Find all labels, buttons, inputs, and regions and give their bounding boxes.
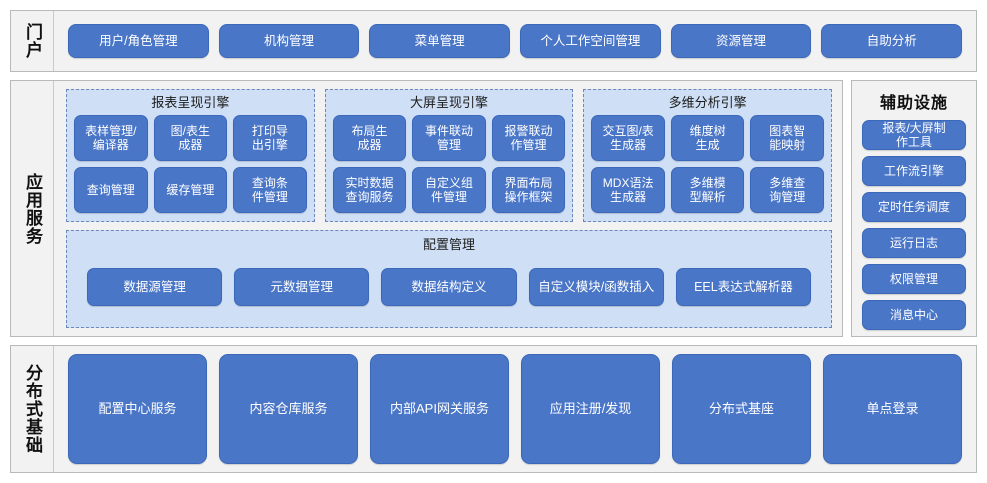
auxiliary-facilities-title: 辅助设施 — [879, 95, 948, 112]
aux-item-operation-log[interactable]: 运行日志 — [862, 228, 966, 258]
infrastructure-items: 配置中心服务 内容仓库服务 内部API网关服务 应用注册/发现 分布式基座 单点… — [54, 346, 976, 472]
portal-items: 用户/角色管理 机构管理 菜单管理 个人工作空间管理 资源管理 自助分析 — [54, 11, 976, 71]
portal-item-personal-workspace-management[interactable]: 个人工作空间管理 — [520, 24, 661, 58]
aux-item-report-dashboard-authoring-tool[interactable]: 报表/大屏制 作工具 — [862, 120, 966, 150]
engine-items-multidimensional-analysis: 交互图/表 生成器 维度树 生成 图表智 能映射 MDX语法 生成器 多维模 型… — [591, 115, 824, 214]
engine-item-print-export-engine[interactable]: 打印导 出引擎 — [233, 115, 307, 162]
config-management-title: 配置管理 — [422, 237, 475, 253]
auxiliary-facilities-items: 报表/大屏制 作工具 工作流引擎 定时任务调度 运行日志 权限管理 消息中心 — [862, 120, 966, 330]
config-item-custom-module-function-insertion[interactable]: 自定义模块/函数插入 — [528, 268, 664, 307]
engine-item-cache-management[interactable]: 缓存管理 — [153, 167, 228, 214]
auxiliary-facilities-panel: 辅助设施 报表/大屏制 作工具 工作流引擎 定时任务调度 运行日志 权限管理 消… — [851, 80, 977, 337]
engine-item-alarm-linkage-action-management[interactable]: 报警联动 作管理 — [491, 115, 566, 162]
engine-group-report-rendering: 报表呈现引擎 表样管理/ 编译器 图/表生 成器 打印导 出引擎 查询管理 缓存… — [66, 89, 315, 223]
application-services-panel: 应用服务 报表呈现引擎 表样管理/ 编译器 图/表生 成器 打印导 出引擎 查询… — [10, 80, 843, 337]
infra-item-content-repository-service[interactable]: 内容仓库服务 — [219, 354, 358, 464]
config-item-eel-expression-parser[interactable]: EEL表达式解析器 — [675, 268, 812, 307]
engine-item-event-linkage-management[interactable]: 事件联动 管理 — [412, 115, 486, 162]
engine-item-realtime-data-query-service[interactable]: 实时数据 查询服务 — [332, 167, 407, 214]
config-item-metadata-management[interactable]: 元数据管理 — [234, 268, 370, 307]
engine-item-template-management-compiler[interactable]: 表样管理/ 编译器 — [74, 115, 148, 162]
engine-items-large-screen-rendering: 布局生 成器 事件联动 管理 报警联动 作管理 实时数据 查询服务 自定义组 件… — [332, 115, 566, 214]
aux-item-message-center[interactable]: 消息中心 — [862, 300, 966, 330]
engine-items-report-rendering: 表样管理/ 编译器 图/表生 成器 打印导 出引擎 查询管理 缓存管理 查询条 … — [74, 115, 307, 214]
infra-item-app-registration-discovery[interactable]: 应用注册/发现 — [521, 354, 660, 464]
portal-band-label: 门户 — [11, 11, 54, 71]
infra-item-single-sign-on[interactable]: 单点登录 — [823, 354, 962, 464]
engine-title-multidimensional-analysis: 多维分析引擎 — [668, 95, 747, 110]
aux-item-scheduled-task-scheduler[interactable]: 定时任务调度 — [862, 192, 966, 222]
aux-item-workflow-engine[interactable]: 工作流引擎 — [862, 156, 966, 186]
engine-item-ui-layout-operation-framework[interactable]: 界面布局 操作框架 — [491, 167, 566, 214]
portal-item-self-service-analysis[interactable]: 自助分析 — [821, 24, 963, 58]
engine-item-custom-component-management[interactable]: 自定义组 件管理 — [412, 167, 486, 214]
infra-item-config-center-service[interactable]: 配置中心服务 — [68, 354, 207, 464]
aux-item-permission-management[interactable]: 权限管理 — [862, 264, 966, 294]
infrastructure-row: 分布式基础 配置中心服务 内容仓库服务 内部API网关服务 应用注册/发现 分布… — [10, 345, 977, 473]
portal-item-menu-management[interactable]: 菜单管理 — [369, 24, 511, 58]
engine-item-query-condition-management[interactable]: 查询条 件管理 — [233, 167, 307, 214]
engine-item-multidimensional-model-parsing[interactable]: 多维模 型解析 — [670, 167, 745, 214]
engine-item-multidimensional-query-management[interactable]: 多维查 询管理 — [750, 167, 824, 214]
application-services-band-label: 应用服务 — [11, 81, 54, 336]
config-management-group: 配置管理 数据源管理 元数据管理 数据结构定义 自定义模块/函数插入 EEL表达… — [66, 230, 832, 328]
portal-row: 门户 用户/角色管理 机构管理 菜单管理 个人工作空间管理 资源管理 自助分析 — [10, 10, 977, 72]
config-item-datasource-management[interactable]: 数据源管理 — [87, 268, 223, 307]
middle-row: 应用服务 报表呈现引擎 表样管理/ 编译器 图/表生 成器 打印导 出引擎 查询… — [10, 80, 977, 337]
portal-item-organization-management[interactable]: 机构管理 — [218, 24, 360, 58]
engines-row: 报表呈现引擎 表样管理/ 编译器 图/表生 成器 打印导 出引擎 查询管理 缓存… — [66, 89, 833, 223]
engine-item-interactive-chart-table-generator[interactable]: 交互图/表 生成器 — [591, 115, 665, 162]
engine-item-mdx-syntax-generator[interactable]: MDX语法 生成器 — [591, 167, 665, 214]
portal-item-user-role-management[interactable]: 用户/角色管理 — [68, 24, 209, 58]
engine-group-multidimensional-analysis: 多维分析引擎 交互图/表 生成器 维度树 生成 图表智 能映射 MDX语法 生成… — [583, 89, 833, 223]
infrastructure-panel: 分布式基础 配置中心服务 内容仓库服务 内部API网关服务 应用注册/发现 分布… — [10, 345, 977, 473]
engine-item-layout-generator[interactable]: 布局生 成器 — [332, 115, 407, 162]
engine-item-chart-table-generator[interactable]: 图/表生 成器 — [153, 115, 228, 162]
engine-group-large-screen-rendering: 大屏呈现引擎 布局生 成器 事件联动 管理 报警联动 作管理 实时数据 查询服务… — [324, 89, 574, 223]
infrastructure-band-label: 分布式基础 — [11, 346, 54, 472]
engine-item-query-management[interactable]: 查询管理 — [74, 167, 148, 214]
infra-item-internal-api-gateway-service[interactable]: 内部API网关服务 — [370, 354, 509, 464]
engine-item-chart-smart-mapping[interactable]: 图表智 能映射 — [750, 115, 824, 162]
application-services-body: 报表呈现引擎 表样管理/ 编译器 图/表生 成器 打印导 出引擎 查询管理 缓存… — [54, 81, 842, 336]
infra-item-distributed-base[interactable]: 分布式基座 — [672, 354, 811, 464]
engine-item-dimension-tree-generation[interactable]: 维度树 生成 — [670, 115, 745, 162]
config-management-items: 数据源管理 元数据管理 数据结构定义 自定义模块/函数插入 EEL表达式解析器 — [81, 258, 817, 317]
portal-panel: 门户 用户/角色管理 机构管理 菜单管理 个人工作空间管理 资源管理 自助分析 — [10, 10, 977, 72]
engine-title-report-rendering: 报表呈现引擎 — [151, 95, 230, 110]
config-item-data-structure-definition[interactable]: 数据结构定义 — [381, 268, 517, 307]
engine-title-large-screen-rendering: 大屏呈现引擎 — [410, 95, 489, 110]
portal-item-resource-management[interactable]: 资源管理 — [670, 24, 812, 58]
